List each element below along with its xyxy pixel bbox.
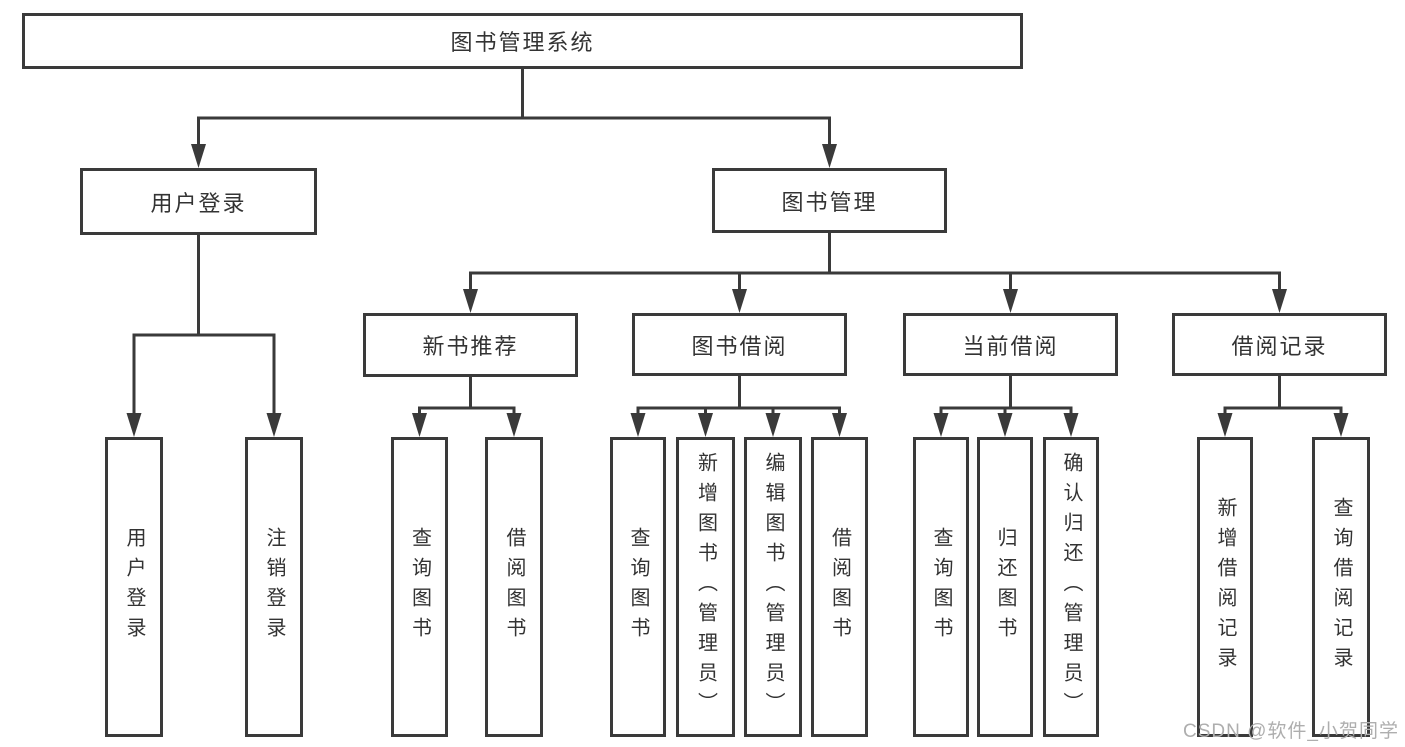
node-label: 注销登录: [263, 527, 285, 647]
node-leaf-borrow-books-rec: 借阅图书: [485, 437, 543, 737]
node-label: 当前借阅: [962, 333, 1059, 359]
node-label: 编辑图书（管理员）: [762, 452, 784, 722]
csdn-watermark: CSDN @软件_小贺同学: [1183, 721, 1399, 742]
node-leaf-query-books-rec: 查询图书: [391, 437, 448, 737]
connector-book-mgmt: [463, 231, 1287, 313]
connector-current-borrow: [933, 374, 1079, 437]
node-root: 图书管理系统: [22, 13, 1023, 69]
node-book-mgmt: 图书管理: [712, 168, 947, 233]
connector-user-login: [126, 233, 282, 437]
node-leaf-edit-books-admin: 编辑图书（管理员）: [744, 437, 802, 737]
node-label: 用户登录: [150, 190, 247, 216]
node-label: 查询借阅记录: [1330, 497, 1352, 677]
node-leaf-logout: 注销登录: [245, 437, 303, 737]
node-label: 查询图书: [627, 527, 649, 647]
node-label: 图书管理系统: [450, 30, 595, 55]
connector-borrow-records: [1217, 374, 1349, 437]
node-label: 借阅图书: [503, 527, 525, 647]
node-label: 新增图书（管理员）: [694, 452, 717, 722]
connector-root: [191, 67, 837, 168]
node-leaf-confirm-return-admin: 确认归还（管理员）: [1043, 437, 1099, 737]
node-current-borrow: 当前借阅: [903, 313, 1118, 376]
node-leaf-add-borrow-record: 新增借阅记录: [1197, 437, 1253, 737]
node-leaf-query-borrow-record: 查询借阅记录: [1312, 437, 1370, 737]
node-book-borrow: 图书借阅: [632, 313, 847, 376]
node-label: 归还图书: [994, 527, 1016, 647]
node-label: 新书推荐: [422, 334, 519, 359]
node-leaf-query-books-borrow: 查询图书: [610, 437, 666, 737]
node-label: 图书管理: [781, 189, 878, 215]
node-borrow-records: 借阅记录: [1172, 313, 1387, 376]
node-new-book-rec: 新书推荐: [363, 313, 578, 377]
connector-book-borrow: [630, 374, 847, 437]
node-leaf-borrow-books: 借阅图书: [811, 437, 868, 737]
connector-new-book-rec: [412, 375, 522, 437]
node-label: 确认归还（管理员）: [1060, 452, 1082, 722]
node-label: 用户登录: [123, 527, 145, 647]
node-label: 新增借阅记录: [1214, 497, 1236, 677]
node-label: 借阅记录: [1231, 333, 1328, 359]
node-label: 图书借阅: [691, 333, 788, 359]
node-leaf-add-books-admin: 新增图书（管理员）: [676, 437, 735, 737]
node-leaf-query-books-current: 查询图书: [913, 437, 969, 737]
node-leaf-user-login: 用户登录: [105, 437, 163, 737]
node-label: 查询图书: [408, 527, 431, 647]
node-label: 查询图书: [930, 527, 952, 647]
node-leaf-return-books: 归还图书: [977, 437, 1033, 737]
node-label: 借阅图书: [828, 527, 851, 647]
node-user-login: 用户登录: [80, 168, 317, 235]
